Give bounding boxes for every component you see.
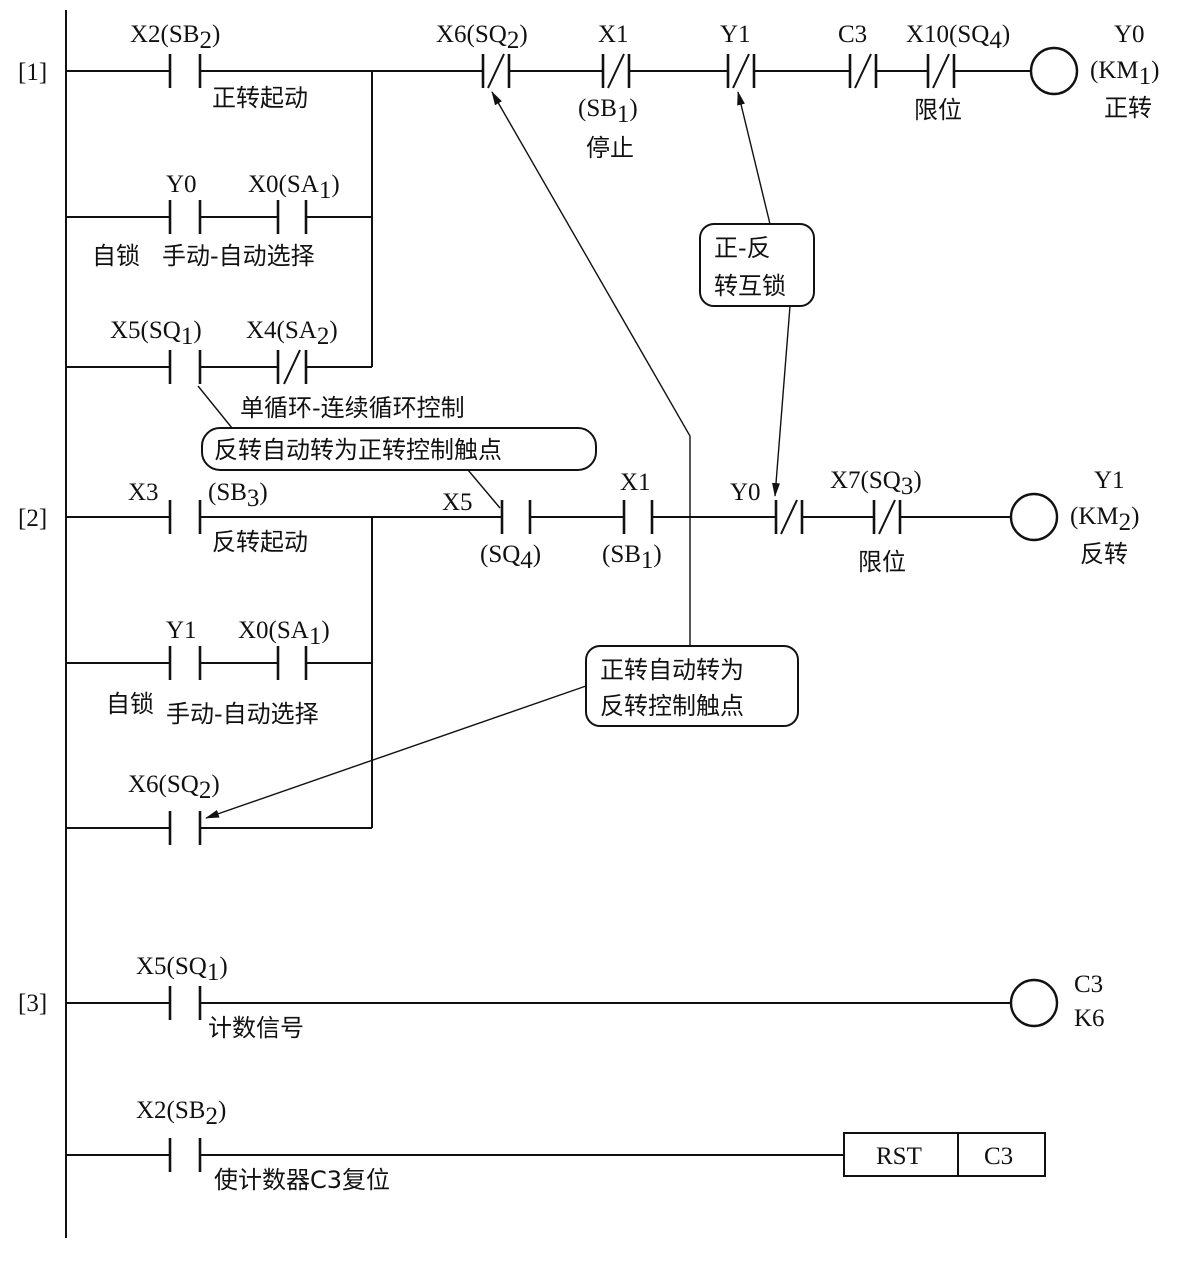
coil-c3-label: C3 (1074, 971, 1103, 998)
rung-label-2: [2] (18, 505, 47, 532)
rst-target: C3 (984, 1143, 1013, 1170)
coil-c3-preset: K6 (1074, 1005, 1105, 1032)
callout-rev-to-fwd-text: 反转自动转为正转控制触点 (214, 436, 502, 464)
callout-fwd-to-rev-line-1: 正转自动转为 (600, 656, 744, 684)
contact-x0-sa1-rung2 (276, 646, 308, 680)
count-signal-note: 计数信号 (208, 1014, 304, 1042)
contact-x5-label: X5(SQ1) (110, 317, 202, 350)
rung-label-3: [3] (18, 990, 47, 1017)
contact-y1-interlock-nc (726, 53, 756, 89)
coil-y0 (1029, 46, 1079, 96)
contact-x0-label: X0(SA1) (248, 171, 340, 204)
contact-x0-label-rung2: X0(SA1) (238, 617, 330, 650)
rung-label-1: [1] (18, 59, 47, 86)
contact-x0-sa1 (276, 200, 308, 234)
callout-interlock (699, 91, 815, 497)
coil-y0-label: Y0 (1114, 21, 1145, 48)
contact-x10-label: X10(SQ4) (906, 21, 1010, 54)
callout-interlock-line-2: 转互锁 (714, 272, 786, 300)
contact-x3-note: 反转起动 (212, 528, 308, 556)
contact-x5-label-rung2: X5 (442, 489, 473, 516)
rst-instruction-box (843, 1132, 1046, 1177)
cycle-control-note: 单循环-连续循环控制 (240, 394, 465, 422)
contact-x5-count-label: X5(SQ1) (136, 953, 228, 986)
contact-c3-label: C3 (838, 21, 867, 48)
contact-x1-sub-label-rung2: (SB1) (602, 541, 662, 574)
contact-x7-sq3-nc (872, 499, 902, 535)
contact-y0-label-rung2: Y0 (730, 479, 761, 506)
rst-instruction: RST (876, 1143, 922, 1170)
contact-x5-sq4 (500, 500, 532, 534)
contact-x2-sb2 (168, 54, 202, 88)
contact-x10-sq4-nc (926, 53, 956, 89)
contact-x6-sq2-rung2 (168, 811, 202, 845)
contact-x1-note: 停止 (586, 134, 634, 162)
rung-1: X2(SB2) 正转起动 Y0 X0(SA1) 自锁 手动-自动选择 X5(SQ… (66, 21, 1159, 422)
coil-y0-note: 正转 (1104, 94, 1152, 122)
contact-y0-interlock-nc (774, 499, 804, 535)
coil-y0-km1-label: (KM1) (1090, 57, 1159, 90)
contact-x1-label: X1 (598, 21, 629, 48)
contact-x6-label: X6(SQ2) (436, 21, 528, 54)
contact-x1-label-rung2: X1 (620, 469, 651, 496)
contact-x2-note: 正转起动 (212, 84, 308, 112)
callout-fwd-to-rev (205, 91, 799, 819)
mode-select-note-rung2: 手动-自动选择 (166, 700, 319, 728)
self-hold-note: 自锁 (92, 242, 140, 270)
coil-y1-label: Y1 (1094, 467, 1125, 494)
contact-c3-nc (848, 53, 878, 89)
contact-x7-label: X7(SQ3) (830, 467, 922, 500)
contact-x4-label: X4(SA2) (246, 317, 338, 350)
coil-c3-counter (1009, 978, 1059, 1028)
contact-x5-sub-label: (SQ4) (480, 541, 541, 574)
contact-y1-label: Y1 (720, 21, 751, 48)
contact-y1-label: Y1 (166, 617, 197, 644)
contact-x6-sq2-nc (481, 53, 511, 89)
contact-x2-reset-label: X2(SB2) (136, 1097, 226, 1130)
callout-interlock-line-1: 正-反 (714, 234, 771, 262)
contact-x7-note: 限位 (858, 548, 906, 576)
contact-x1-sub-label: (SB1) (578, 95, 638, 128)
contact-x2-label: X2(SB2) (130, 21, 220, 54)
self-hold-note-rung2: 自锁 (106, 690, 154, 718)
contact-x5-sq1-count (168, 986, 202, 1020)
contact-y0-self-hold (168, 200, 202, 234)
coil-y1 (1009, 492, 1059, 542)
contact-y1-self-hold (168, 646, 202, 680)
contact-y0-label: Y0 (166, 171, 197, 198)
callout-rev-to-fwd (197, 385, 597, 509)
contact-x1-sb1-rung2 (622, 500, 654, 534)
contact-x1-sb1-nc (601, 53, 631, 89)
coil-y1-note: 反转 (1080, 540, 1128, 568)
rung-3: X5(SQ1) 计数信号 C3 K6 X2(SB2) 使计数器C3复位 RST … (66, 953, 1105, 1194)
contact-x3-label: X3 (128, 479, 159, 506)
callout-fwd-to-rev-line-2: 反转控制触点 (600, 692, 744, 720)
contact-x4-sa2-nc (276, 349, 308, 385)
contact-x3-sb3 (168, 500, 202, 534)
contact-x5-sq1 (168, 350, 202, 384)
contact-x6-label-rung2: X6(SQ2) (128, 771, 220, 804)
contact-x2-sb2-reset (168, 1138, 202, 1172)
contact-x3-sub-label: (SB3) (208, 479, 268, 512)
contact-x10-note: 限位 (914, 96, 962, 124)
reset-note: 使计数器C3复位 (214, 1166, 390, 1194)
rung-2: X3 (SB3) 反转起动 Y1 X0(SA1) 自锁 手动-自动选择 X6(S… (66, 467, 1139, 845)
coil-y1-km2-label: (KM2) (1070, 503, 1139, 536)
mode-select-note: 手动-自动选择 (162, 242, 315, 270)
